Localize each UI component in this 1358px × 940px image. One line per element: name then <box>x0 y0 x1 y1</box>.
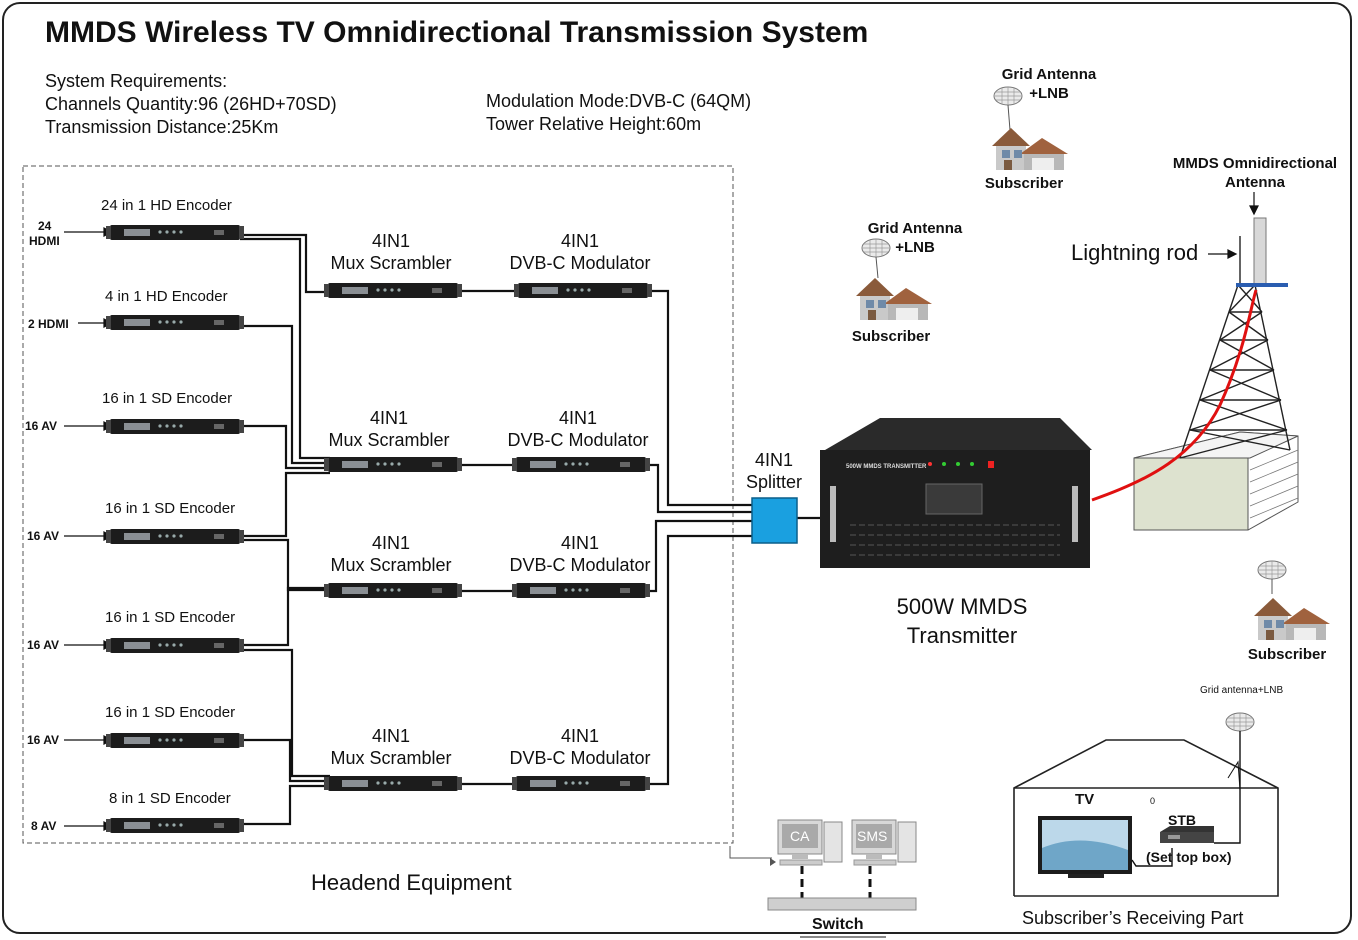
subscriber-1-antenna-label: Grid Antenna +LNB <box>988 65 1110 103</box>
requirement-distance: Transmission Distance:25Km <box>45 117 279 137</box>
subscriber-3-label: Subscriber <box>1247 646 1327 663</box>
scrambler-label-2-line1: 4IN1 <box>369 408 409 428</box>
splitter-label: 4IN1 Splitter <box>738 449 810 493</box>
tv-set <box>1038 816 1132 878</box>
stb-label: STB <box>1168 812 1196 828</box>
subscriber-2-antenna-label: Grid Antenna +LNB <box>854 219 976 257</box>
input-arrows <box>64 227 114 831</box>
scrambler-label-4-line2: Mux Scrambler <box>330 748 452 768</box>
subscriber-2-antenna-line2: +LNB <box>895 239 935 256</box>
subscriber-house-1 <box>992 86 1068 170</box>
encoder-label-7: 8 in 1 SD Encoder <box>109 790 231 807</box>
encoder-input-2: 2 HDMI <box>28 317 69 331</box>
transmitter-label: 500W MMDS Transmitter <box>872 592 1052 650</box>
receiving-grid-antenna <box>1214 712 1255 844</box>
transmitter-unit <box>820 418 1092 568</box>
encoder-label-5: 16 in 1 SD Encoder <box>105 609 236 626</box>
scrambler-label-4: 4IN1 Mux Scrambler <box>330 725 452 769</box>
subscriber-house-3 <box>1254 560 1330 640</box>
subscriber-1-antenna-line2: +LNB <box>1029 85 1069 102</box>
page-title: MMDS Wireless TV Omnidirectional Transmi… <box>45 16 869 49</box>
scrambler-label-3-line2: Mux Scrambler <box>330 555 452 575</box>
modulator-label-1-line1: 4IN1 <box>560 231 600 251</box>
encoder-input-7: 8 AV <box>31 819 57 833</box>
encoder-input-5: 16 AV <box>27 638 60 652</box>
encoder-label-1: 24 in 1 HD Encoder <box>101 197 232 214</box>
scrambler-label-1-line2: Mux Scrambler <box>330 253 452 273</box>
subscriber-2-label: Subscriber <box>851 328 931 345</box>
ca-computer <box>777 819 843 866</box>
encoder-input-1: 24 <box>38 219 52 233</box>
receiving-house <box>1013 739 1279 897</box>
network-switch <box>767 897 917 911</box>
omni-antenna-label-line1: MMDS Omnidirectional <box>1172 155 1338 172</box>
set-top-box <box>1160 826 1214 843</box>
modulator-label-1: 4IN1 DVB-C Modulator <box>505 230 655 274</box>
headend-to-switch-link <box>729 846 772 859</box>
scrambler-label-2: 4IN1 Mux Scrambler <box>328 407 450 451</box>
encoder-label-4: 16 in 1 SD Encoder <box>105 500 236 517</box>
encoder-input-4: 16 AV <box>27 529 60 543</box>
splitter-box <box>751 497 798 544</box>
ca-label: CA <box>790 828 810 844</box>
encoder-devices <box>106 225 244 833</box>
omni-antenna <box>1253 217 1267 287</box>
modulator-label-3: 4IN1 DVB-C Modulator <box>505 532 655 576</box>
scrambler-label-2-line2: Mux Scrambler <box>328 430 450 450</box>
switch-label: Switch <box>812 916 864 933</box>
transmitter-label-line1: 500W MMDS <box>896 594 1028 619</box>
requirement-channels: Channels Quantity:96 (26HD+70SD) <box>45 94 337 114</box>
subscriber-house-2 <box>856 238 932 320</box>
receiving-caption: Subscriber’s Receiving Part <box>1022 908 1244 928</box>
tv-label: TV <box>1075 791 1095 808</box>
scrambler-label-3-line1: 4IN1 <box>371 533 411 553</box>
scrambler-label-1: 4IN1 Mux Scrambler <box>330 230 452 274</box>
encoder-input-3: 16 AV <box>25 419 58 433</box>
encoder-input-1-line2: HDMI <box>29 234 60 248</box>
tower-arrows <box>1208 192 1259 259</box>
subscriber-2-antenna-line1: Grid Antenna <box>867 220 963 237</box>
headend-label: Headend Equipment <box>311 870 512 895</box>
tower-structure <box>1179 236 1291 459</box>
tv-stb-cable <box>1131 848 1173 867</box>
requirement-modulation: Modulation Mode:DVB-C (64QM) <box>486 91 752 111</box>
omni-antenna-label-line2: Antenna <box>1225 174 1285 191</box>
transmitter-label-line2: Transmitter <box>906 623 1018 648</box>
scrambler-label-4-line1: 4IN1 <box>371 726 411 746</box>
modulator-label-2-line1: 4IN1 <box>558 408 598 428</box>
receiving-grid-antenna-label: Grid antenna+LNB <box>1200 685 1284 696</box>
tower-building <box>1133 431 1299 531</box>
rf-feeder-cable <box>1091 289 1258 502</box>
splitter-label-line2: Splitter <box>745 472 803 492</box>
switch-cables <box>800 866 872 900</box>
requirement-tower-height: Tower Relative Height:60m <box>486 114 702 134</box>
modulator-label-1-line2: DVB-C Modulator <box>509 253 651 273</box>
modulator-label-2: 4IN1 DVB-C Modulator <box>503 407 653 451</box>
modulator-label-2-line2: DVB-C Modulator <box>507 430 649 450</box>
splitter-label-line1: 4IN1 <box>754 450 794 470</box>
stb-full-label: (Set top box) <box>1146 849 1232 865</box>
modulator-label-4-line1: 4IN1 <box>560 726 600 746</box>
modulator-label-4-line2: DVB-C Modulator <box>509 748 651 768</box>
scrambler-label-1-line1: 4IN1 <box>371 231 411 251</box>
omni-antenna-label: MMDS Omnidirectional Antenna <box>1142 154 1358 192</box>
encoder-label-2: 4 in 1 HD Encoder <box>105 288 228 305</box>
requirements-heading: System Requirements: <box>45 71 228 91</box>
lightning-rod-label: Lightning rod <box>1071 240 1199 265</box>
sms-label: SMS <box>857 828 888 844</box>
transmitter-panel-text: 500W MMDS TRANSMITTER <box>846 464 927 470</box>
modulator-label-3-line1: 4IN1 <box>560 533 600 553</box>
modulator-label-4: 4IN1 DVB-C Modulator <box>505 725 655 769</box>
encoder-label-3: 16 in 1 SD Encoder <box>102 390 233 407</box>
modulator-label-3-line2: DVB-C Modulator <box>509 555 651 575</box>
headend-cables <box>240 233 822 826</box>
encoder-label-6: 16 in 1 SD Encoder <box>105 704 236 721</box>
scrambler-label-3: 4IN1 Mux Scrambler <box>330 532 452 576</box>
subscriber-1-label: Subscriber <box>984 175 1064 192</box>
encoder-input-6: 16 AV <box>27 733 60 747</box>
stray-label: 0 <box>1150 796 1156 806</box>
subscriber-1-antenna-line1: Grid Antenna <box>1001 66 1097 83</box>
